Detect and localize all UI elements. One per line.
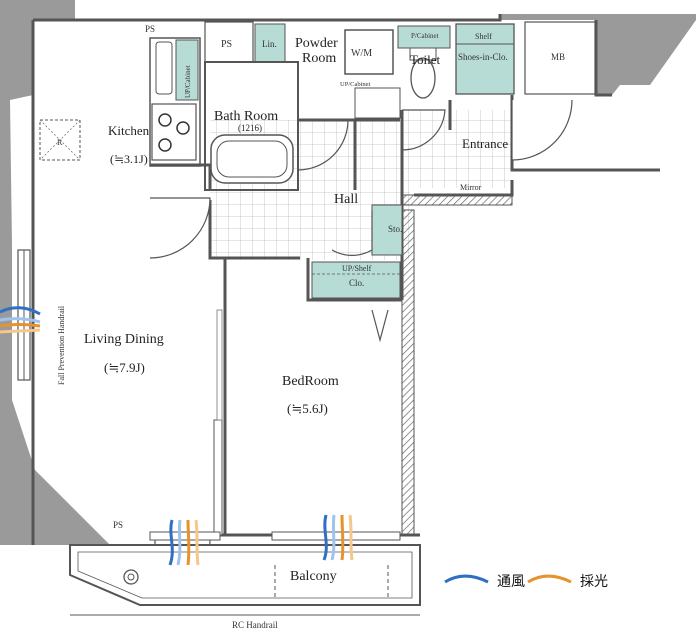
left-window-arrows <box>0 306 41 334</box>
room-living-dining-size: (≒7.9J) <box>104 360 145 375</box>
structure <box>0 0 696 545</box>
mirror-label: Mirror <box>460 183 482 192</box>
legend-daylight: 採光 <box>580 574 608 590</box>
hatched-wall <box>401 209 415 536</box>
daylight-legend-icon <box>527 574 572 584</box>
entrance-floor <box>402 110 512 188</box>
ventilation-legend-icon <box>444 574 489 584</box>
room-living-dining: Living Dining <box>84 332 164 347</box>
ps-bottom-label: PS <box>113 520 123 530</box>
room-kitchen-size: (≒3.1J) <box>110 152 148 166</box>
fridge <box>39 119 81 161</box>
room-bedroom-size: (≒5.6J) <box>287 401 328 416</box>
ps-top-label: PS <box>145 24 155 34</box>
left-window <box>17 249 31 381</box>
sliding-partition-top <box>216 309 223 421</box>
ps-box-label: PS <box>221 39 232 50</box>
legend: 通風 採光 <box>444 574 608 590</box>
storage-cabinet <box>371 204 403 256</box>
up-cabinet-bath-label: UP/Cabinet <box>340 81 371 88</box>
fridge-label: R <box>57 138 63 147</box>
shoes-closet-label: Shoes-in-Clo. <box>458 52 508 62</box>
balcony <box>69 544 421 616</box>
room-balcony: Balcony <box>290 569 337 584</box>
legend-ventilation: 通風 <box>497 574 525 590</box>
room-toilet: Toilet <box>410 52 441 67</box>
wm-label: W/M <box>351 48 372 59</box>
room-powder-1: Powder <box>295 36 338 51</box>
kitchen-counter <box>149 37 201 167</box>
bottom-window-arrows <box>168 514 354 566</box>
linen-label: Lin. <box>262 39 277 49</box>
room-powder-2: Room <box>302 51 336 66</box>
mb-box <box>524 21 596 95</box>
room-kitchen: Kitchen <box>108 123 150 138</box>
up-cabinet-kitchen-label: UP/Cabinet <box>184 65 192 98</box>
up-shelf-label: UP/Shelf <box>342 264 372 273</box>
closet-label: Clo. <box>349 278 364 288</box>
room-bathroom: Bath Room <box>214 109 278 124</box>
storage-label: Sto. <box>388 224 402 234</box>
shoes-closet <box>455 23 515 95</box>
up-cabinet-kitchen <box>175 39 199 101</box>
hatched-wall-top <box>401 194 513 206</box>
shelf-label: Shelf <box>475 32 492 41</box>
fall-prevention-label: Fall Prevention Handrail <box>57 305 66 385</box>
room-bedroom: BedRoom <box>282 374 339 389</box>
room-entrance: Entrance <box>462 136 508 151</box>
rc-handrail-label: RC Handrail <box>232 620 278 630</box>
toilet <box>397 25 451 99</box>
washing-machine <box>344 29 394 75</box>
room-hall: Hall <box>334 192 358 207</box>
stove <box>151 103 197 161</box>
powder-cabinet <box>354 87 401 119</box>
mb-label: MB <box>551 52 565 62</box>
sliding-partition <box>213 419 223 536</box>
linen-cabinet <box>254 23 286 63</box>
bedroom-closet <box>311 261 401 299</box>
room-bathroom-size: (1216) <box>238 123 262 133</box>
p-cabinet-label: P/Cabinet <box>411 32 439 40</box>
balcony-windows <box>149 531 401 541</box>
